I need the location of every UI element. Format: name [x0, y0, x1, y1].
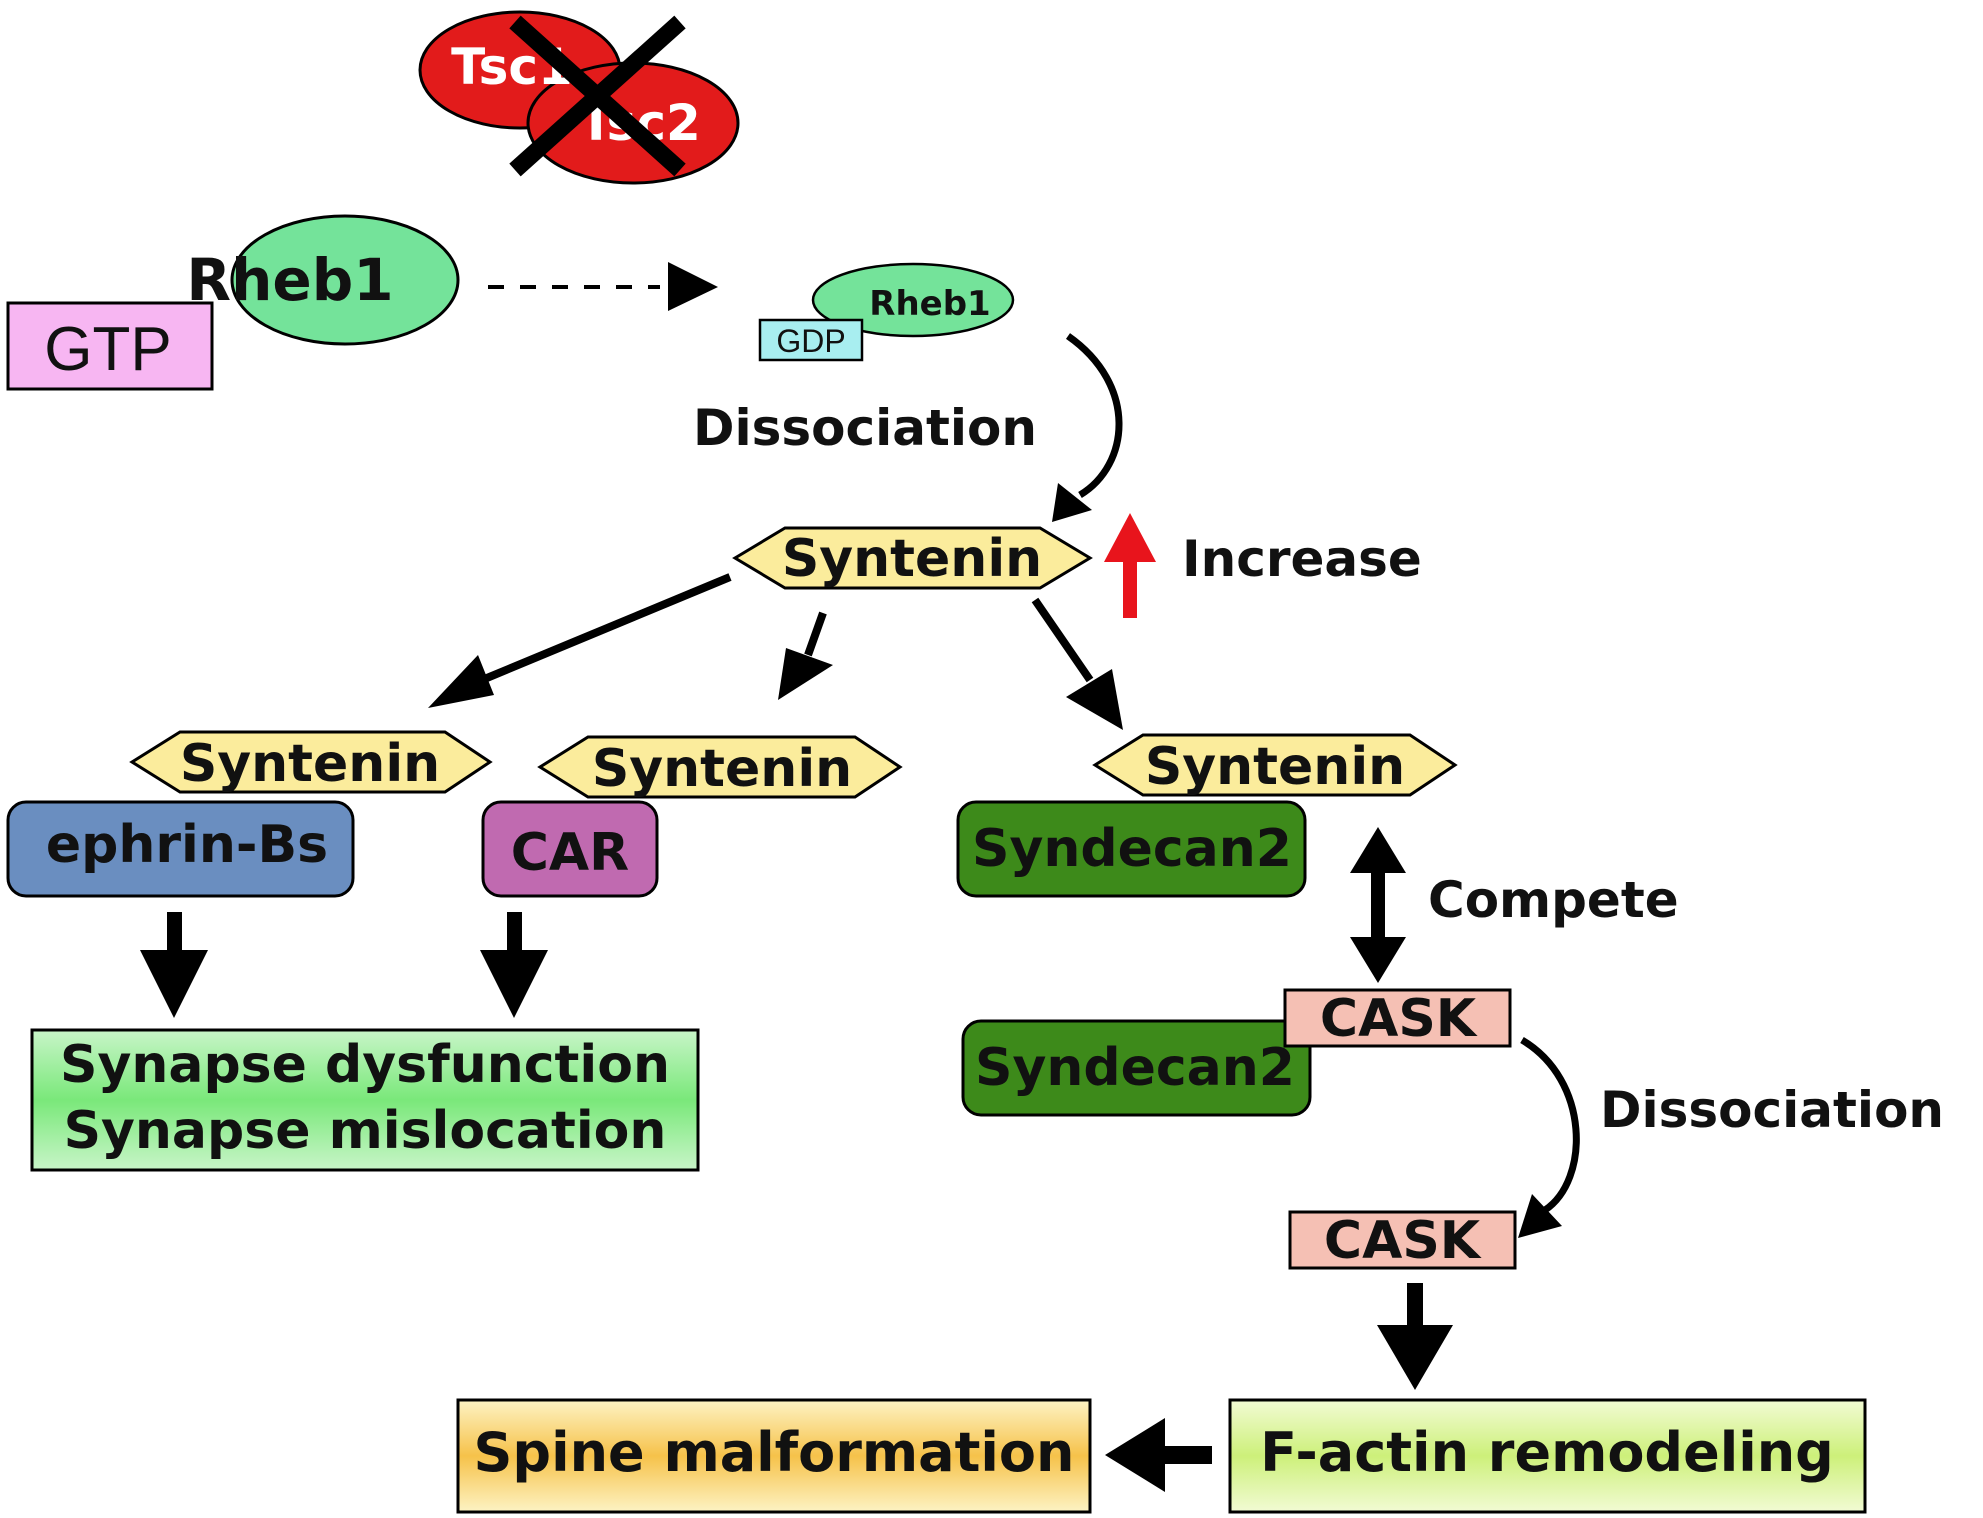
- gtp-box: [6, 301, 214, 391]
- rheb1-small-label: Rheb1: [869, 284, 990, 324]
- spine-box: [456, 1398, 1092, 1514]
- x-cross-icon: [509, 15, 686, 177]
- synapse-outcome: Synapse dysfunction Synapse mislocation: [30, 1028, 700, 1172]
- increase-label: Increase: [1182, 530, 1422, 588]
- syntenin-right-label: Syntenin: [1145, 737, 1405, 797]
- dashed-conversion-arrow: [488, 262, 718, 311]
- factin-box: [1228, 1398, 1867, 1514]
- spine-outcome: Spine malformation: [456, 1398, 1092, 1514]
- rheb1-gdp-complex: Rheb1 GDP: [758, 262, 1015, 362]
- syntenin-left-label: Syntenin: [180, 734, 440, 794]
- syntenin-right-shape: [1092, 733, 1458, 797]
- rheb1-large-label: Rheb1: [186, 246, 393, 314]
- dissociation-arrow-1: [1052, 333, 1123, 522]
- spine-label: Spine malformation: [474, 1421, 1075, 1484]
- factin-outcome: F-actin remodeling: [1228, 1398, 1867, 1514]
- cask-free: CASK: [1288, 1210, 1517, 1271]
- syndecan-a-box: [956, 800, 1307, 898]
- factin-label: F-actin remodeling: [1260, 1421, 1834, 1484]
- syntenin-mid-shape: [537, 735, 903, 799]
- ephrin-label: ephrin-Bs: [46, 815, 328, 875]
- syntenin-top: Syntenin: [732, 526, 1093, 590]
- increase-up-arrow-icon: [1104, 513, 1156, 618]
- syntenin-top-shape: [732, 526, 1093, 590]
- car-label: CAR: [511, 823, 629, 883]
- factin-left-arrow-icon: [1105, 1418, 1212, 1492]
- syntenin-branch-arrows: [428, 573, 1123, 730]
- ephrin-down-arrow-icon: [140, 912, 208, 1018]
- rheb1-large-ellipse: [230, 214, 460, 346]
- syndecan-branch: Syndecan2 Syntenin: [956, 733, 1458, 898]
- rheb1-gtp-complex: Rheb1 GTP: [6, 214, 460, 391]
- syntenin-mid-label: Syntenin: [592, 739, 852, 799]
- dissociation-arrow-2: [1518, 1036, 1580, 1238]
- synapse-dysfunction-label: Synapse dysfunction: [60, 1035, 670, 1095]
- car-branch: CAR Syntenin: [481, 735, 903, 898]
- gdp-box: [758, 318, 864, 362]
- synapse-outcome-box: [30, 1028, 700, 1172]
- gdp-label: GDP: [776, 323, 845, 359]
- syndecan-b-label: Syndecan2: [975, 1038, 1295, 1098]
- car-down-arrow-icon: [480, 912, 548, 1018]
- cask-bound-label: CASK: [1320, 989, 1478, 1049]
- car-box: [481, 800, 659, 898]
- tsc-complex: Tsc1 Tsc2: [418, 10, 740, 185]
- cask-free-label: CASK: [1324, 1211, 1482, 1271]
- syndecan-a-label: Syndecan2: [972, 819, 1292, 879]
- syntenin-top-label: Syntenin: [782, 529, 1042, 589]
- rheb1-small-ellipse: [811, 262, 1015, 338]
- ephrin-branch: ephrin-Bs Syntenin: [6, 730, 493, 898]
- dissociation-label-1: Dissociation: [693, 399, 1037, 457]
- cask-down-arrow-icon: [1377, 1283, 1453, 1390]
- cask-free-box: [1288, 1210, 1517, 1270]
- compete-double-arrow-icon: [1350, 827, 1406, 983]
- synapse-mislocation-label: Synapse mislocation: [64, 1101, 667, 1161]
- syndecan-b-box: [961, 1019, 1312, 1117]
- syndecan-cask-complex: Syndecan2 CASK: [961, 988, 1512, 1117]
- compete-label: Compete: [1428, 871, 1679, 929]
- ephrin-box: [6, 800, 355, 898]
- gtp-label: GTP: [44, 315, 171, 384]
- cask-bound-box: [1283, 988, 1512, 1048]
- syntenin-left-shape: [129, 730, 493, 794]
- dissociation-label-2: Dissociation: [1600, 1081, 1944, 1139]
